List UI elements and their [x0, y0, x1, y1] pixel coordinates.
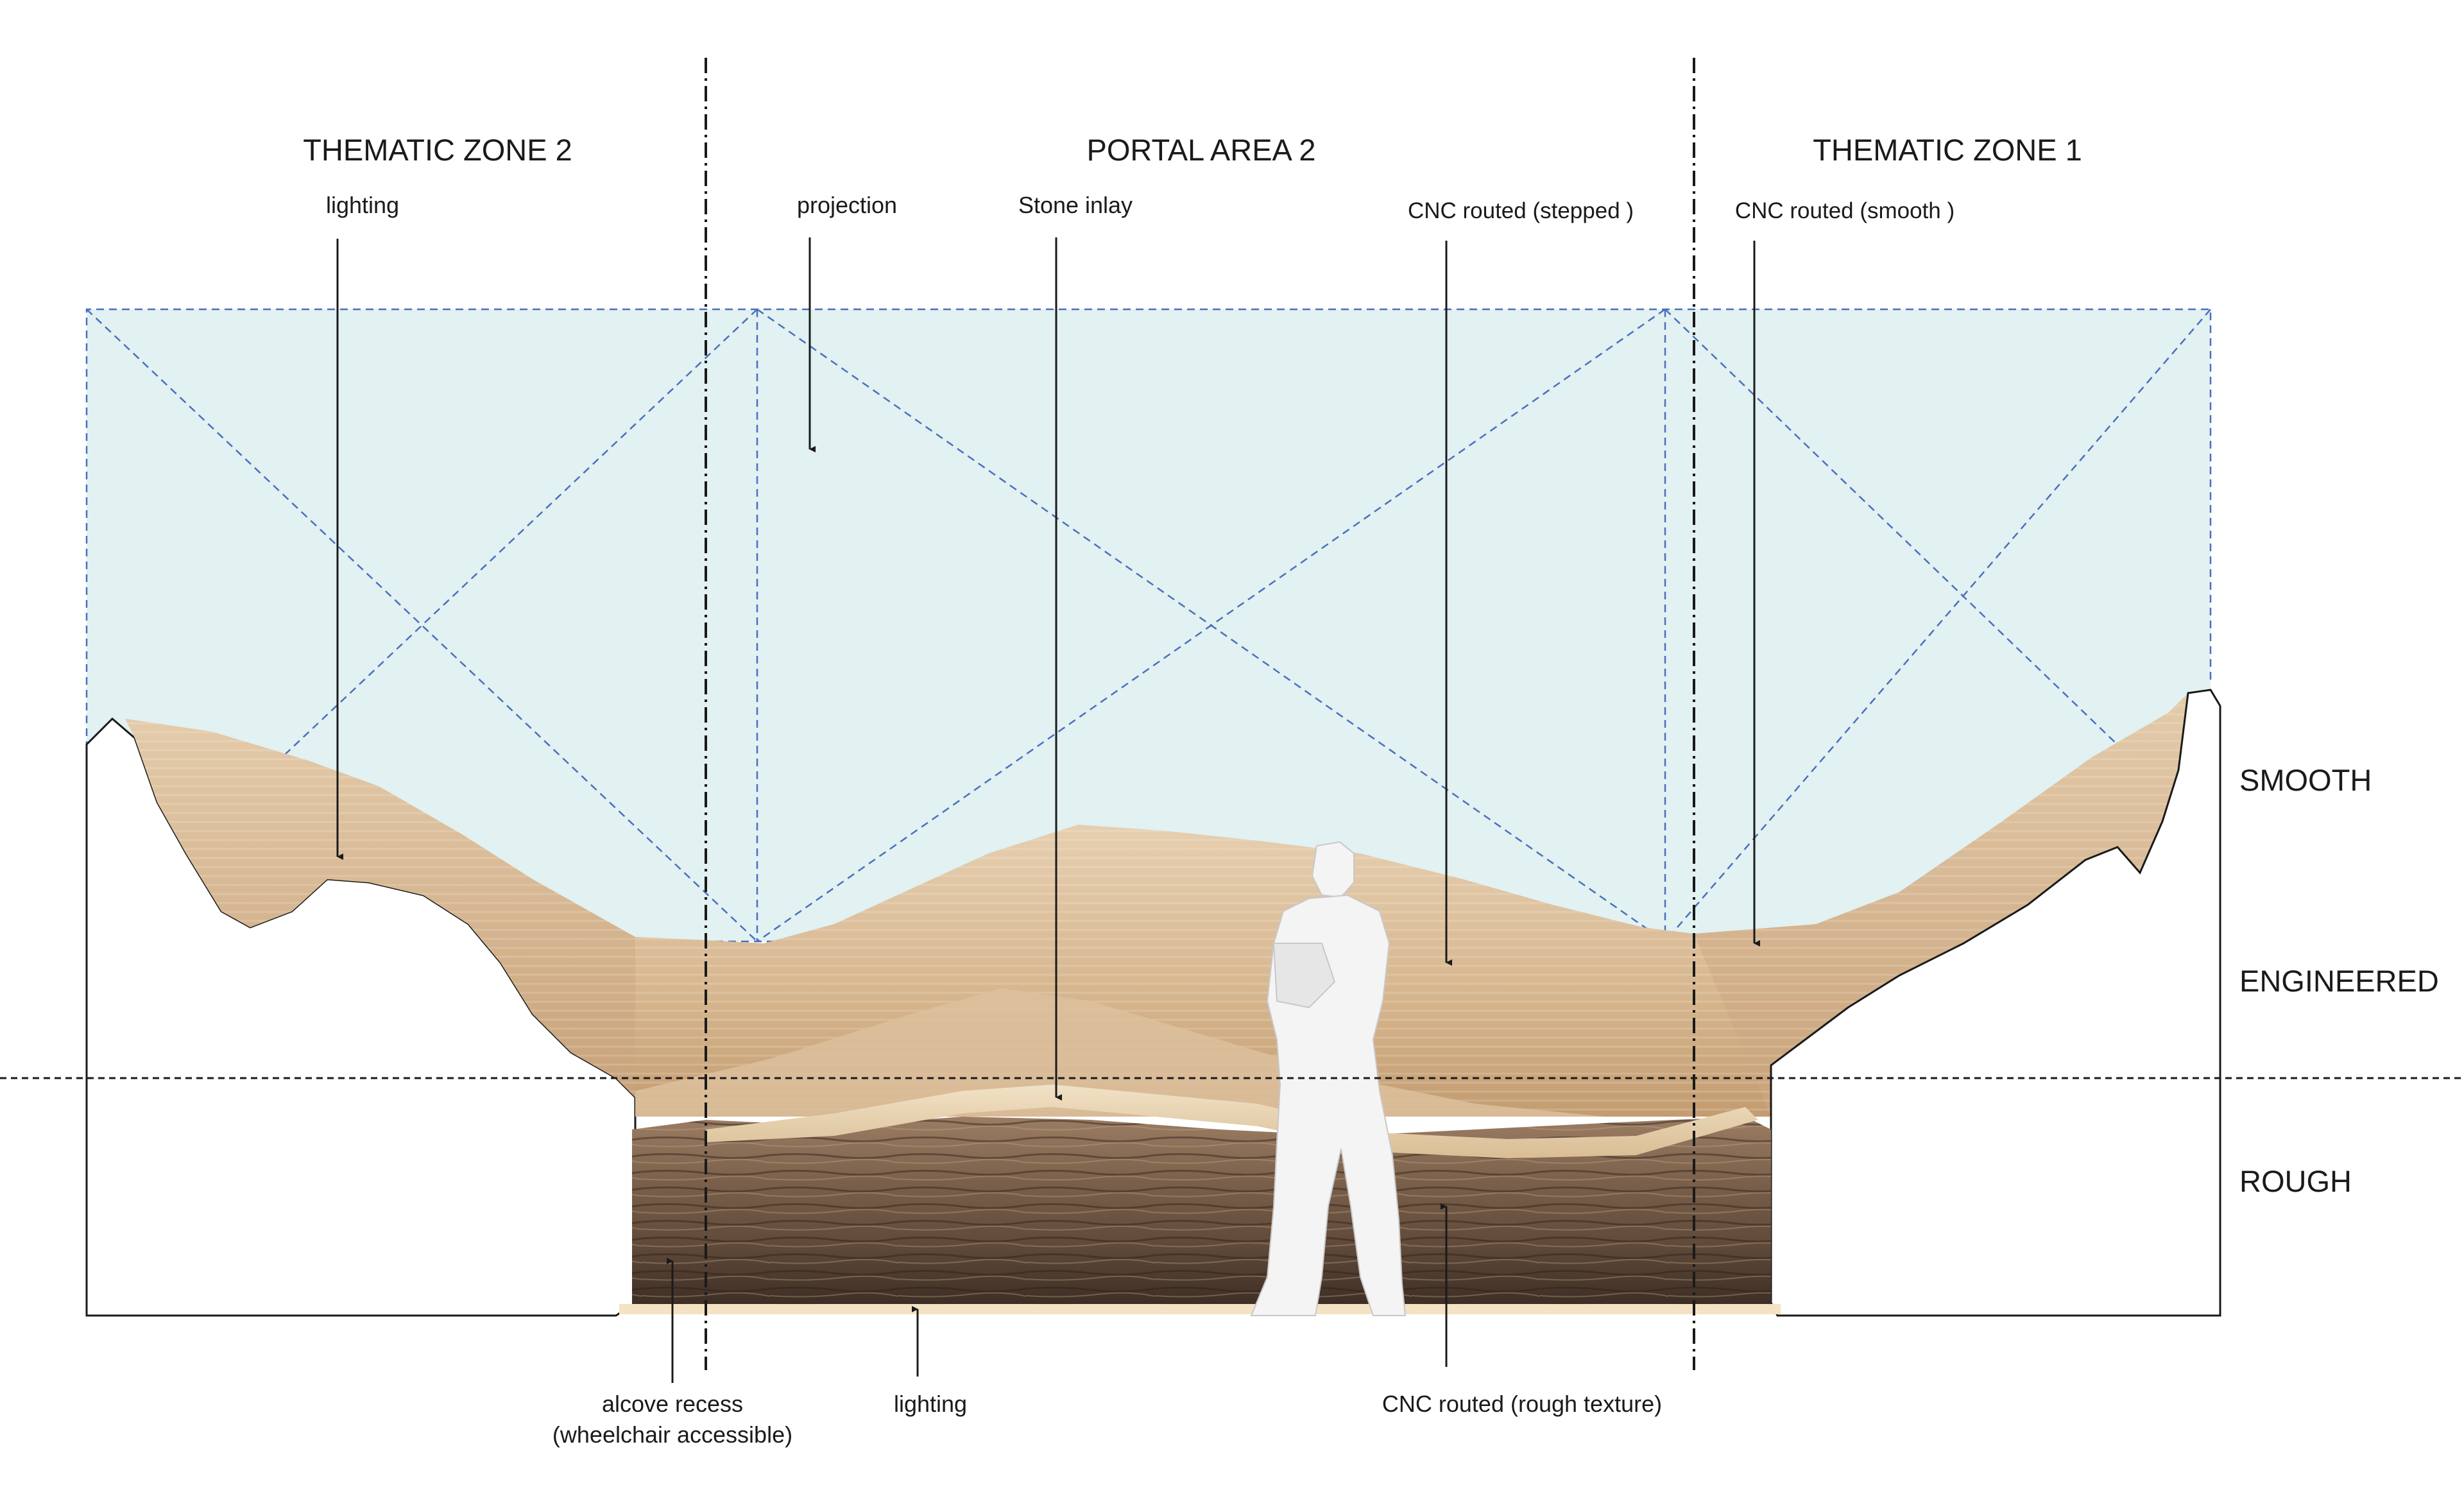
layer-label-rough: ROUGH — [2239, 1164, 2352, 1198]
floor-lighting-strip — [619, 1304, 1781, 1314]
callout-cnc-stepped: CNC routed (stepped ) — [1408, 198, 1634, 223]
zone-dividers — [705, 58, 1695, 1370]
callout-projection: projection — [797, 192, 897, 218]
layer-label-smooth: SMOOTH — [2239, 763, 2372, 797]
callout-stone-inlay: Stone inlay — [1018, 192, 1133, 218]
zone-title-right: THEMATIC ZONE 1 — [1813, 133, 2082, 167]
callout-lighting-top: lighting — [326, 192, 399, 218]
callout-alcove-line2: (wheelchair accessible) — [552, 1421, 792, 1448]
callout-alcove-line1: alcove recess — [602, 1391, 743, 1417]
right-wall-outline — [1770, 689, 2221, 1317]
callout-cnc-smooth: CNC routed (smooth ) — [1735, 198, 1955, 223]
zone-title-center: PORTAL AREA 2 — [1086, 133, 1315, 167]
layer-label-engineered: ENGINEERED — [2239, 964, 2439, 998]
human-figure — [1250, 841, 1407, 1316]
stone-inlay-band — [706, 1085, 1758, 1158]
callout-cnc-rough: CNC routed (rough texture) — [1382, 1391, 1662, 1417]
callout-lighting-bottom: lighting — [894, 1391, 967, 1417]
zone-title-left: THEMATIC ZONE 2 — [303, 133, 572, 167]
